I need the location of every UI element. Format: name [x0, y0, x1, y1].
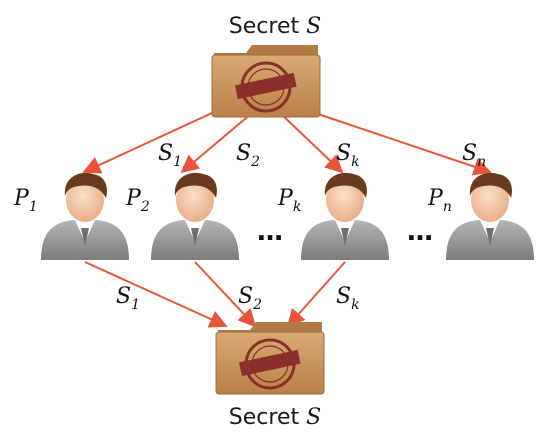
- arrow-to-pk: [279, 112, 344, 174]
- participant-label-k: Pk: [277, 186, 301, 215]
- arrow-from-p1: [84, 261, 228, 328]
- arrow-to-p1: [82, 112, 213, 174]
- top-secret-folder-icon: [210, 43, 322, 119]
- ellipsis-2: …: [407, 217, 433, 247]
- bottom-caption-text: Secret: [229, 405, 306, 430]
- arrow-from-pk: [286, 261, 346, 328]
- person-icon-n: [446, 172, 534, 260]
- participant-label-2: P2: [125, 186, 150, 215]
- arrow-from-p2: [194, 261, 257, 328]
- bottom-share-label-2: S2: [238, 284, 262, 313]
- top-share-label-n: Sn: [462, 141, 486, 170]
- bottom-share-label-k: Sk: [336, 284, 360, 313]
- arrows-group: [82, 112, 492, 328]
- bottom-caption-var: S: [306, 405, 321, 430]
- top-share-label-2: S2: [236, 141, 260, 170]
- top-share-label-k: Sk: [336, 141, 360, 170]
- top-share-label-1: S1: [158, 141, 182, 170]
- top-caption: Secret S: [229, 14, 321, 39]
- icons-group: [41, 43, 534, 396]
- ellipsis-1: …: [257, 217, 283, 247]
- person-icon-2: [151, 172, 239, 260]
- participant-label-n: Pn: [427, 186, 452, 215]
- bottom-caption: Secret S: [229, 405, 321, 430]
- person-icon-1: [41, 172, 129, 260]
- arrow-to-pn: [314, 112, 492, 176]
- bottom-secret-folder-icon: [214, 320, 326, 396]
- top-caption-text: Secret: [229, 14, 306, 39]
- person-icon-k: [301, 172, 389, 260]
- top-caption-var: S: [306, 14, 321, 39]
- arrow-to-p2: [180, 112, 253, 174]
- participant-label-1: P1: [13, 186, 38, 215]
- bottom-share-label-1: S1: [116, 284, 140, 313]
